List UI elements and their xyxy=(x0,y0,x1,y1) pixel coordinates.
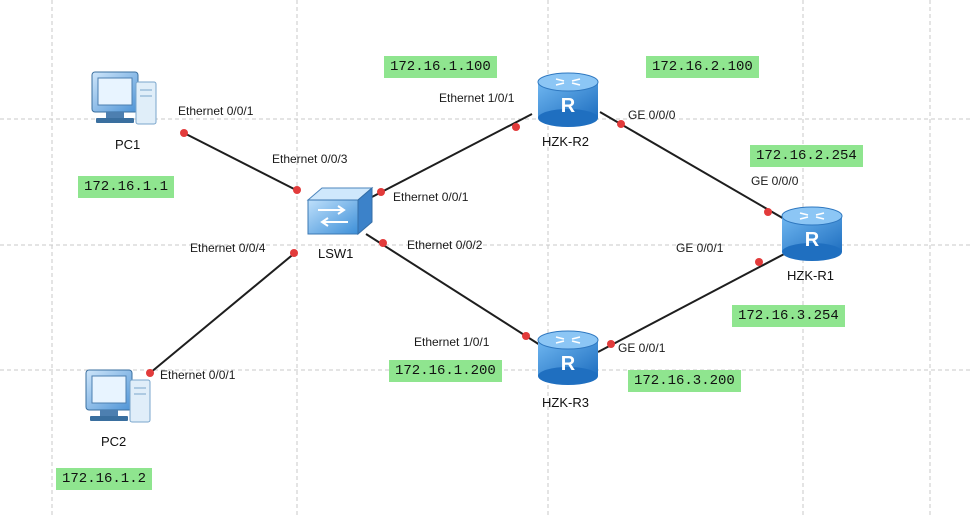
port-dot[interactable] xyxy=(180,129,188,137)
pc1-icon[interactable] xyxy=(91,71,157,125)
port-label-r1-ge000: GE 0/0/0 xyxy=(751,174,799,188)
hzk-r3-router-icon[interactable]: R xyxy=(537,330,599,385)
link-pc1-lsw1[interactable] xyxy=(183,132,301,193)
pc2-label: PC2 xyxy=(101,434,127,449)
port-dot[interactable] xyxy=(293,186,301,194)
ip-tag-pc1: 172.16.1.1 xyxy=(78,176,175,198)
link-r2-r1[interactable] xyxy=(599,111,787,221)
hzk-r1-label: HZK-R1 xyxy=(787,268,834,283)
port-label-lsw1-e003: Ethernet 0/0/3 xyxy=(272,152,348,166)
port-label-r3-e101: Ethernet 1/0/1 xyxy=(414,335,490,349)
port-dot[interactable] xyxy=(379,239,387,247)
hzk-r3-label: HZK-R3 xyxy=(542,395,589,410)
port-dot[interactable] xyxy=(290,249,298,257)
port-dot[interactable] xyxy=(755,258,763,266)
port-label-r3-ge001: GE 0/0/1 xyxy=(618,341,666,355)
port-dot[interactable] xyxy=(522,332,530,340)
port-label-lsw1-e002: Ethernet 0/0/2 xyxy=(407,238,483,252)
port-label-r2-e101: Ethernet 1/0/1 xyxy=(439,91,515,105)
port-label-lsw1-e004: Ethernet 0/0/4 xyxy=(190,241,266,255)
links-layer xyxy=(149,111,789,374)
port-dot[interactable] xyxy=(377,188,385,196)
svg-text:R: R xyxy=(561,353,576,375)
port-dot[interactable] xyxy=(764,208,772,216)
port-label-r2-ge000: GE 0/0/0 xyxy=(628,108,676,122)
port-label-lsw1-e001: Ethernet 0/0/1 xyxy=(393,190,469,204)
svg-text:R: R xyxy=(805,229,820,251)
pc1-label: PC1 xyxy=(115,137,141,152)
link-lsw1-r3[interactable] xyxy=(365,233,541,346)
hzk-r2-router-icon[interactable]: R xyxy=(537,72,599,127)
ip-tag-r2-ge000: 172.16.2.100 xyxy=(646,56,759,78)
ip-tag-r1-ge000: 172.16.2.254 xyxy=(750,145,863,167)
port-dot[interactable] xyxy=(512,123,520,131)
link-lsw1-r2[interactable] xyxy=(369,113,533,199)
link-r3-r1[interactable] xyxy=(597,251,789,353)
ip-tag-r3-e101: 172.16.1.200 xyxy=(389,360,502,382)
port-dot[interactable] xyxy=(607,340,615,348)
ip-tag-r1-ge001: 172.16.3.254 xyxy=(732,305,845,327)
pc2-icon[interactable] xyxy=(85,369,151,423)
lsw1-label: LSW1 xyxy=(318,246,354,261)
port-dots-layer xyxy=(146,120,772,377)
ip-tag-r3-ge001: 172.16.3.200 xyxy=(628,370,741,392)
port-dot[interactable] xyxy=(617,120,625,128)
port-dot[interactable] xyxy=(146,369,154,377)
lsw1-switch-icon[interactable] xyxy=(306,186,374,236)
svg-text:R: R xyxy=(561,95,576,117)
port-label-pc1-e001: Ethernet 0/0/1 xyxy=(178,104,254,118)
ip-tag-pc2: 172.16.1.2 xyxy=(56,468,153,490)
hzk-r2-label: HZK-R2 xyxy=(542,134,589,149)
hzk-r1-router-icon[interactable]: R xyxy=(781,206,843,261)
ip-tag-r2-e101: 172.16.1.100 xyxy=(384,56,497,78)
link-pc2-lsw1[interactable] xyxy=(149,251,297,374)
port-label-pc2-e001: Ethernet 0/0/1 xyxy=(160,368,236,382)
port-label-r1-ge001: GE 0/0/1 xyxy=(676,241,724,255)
